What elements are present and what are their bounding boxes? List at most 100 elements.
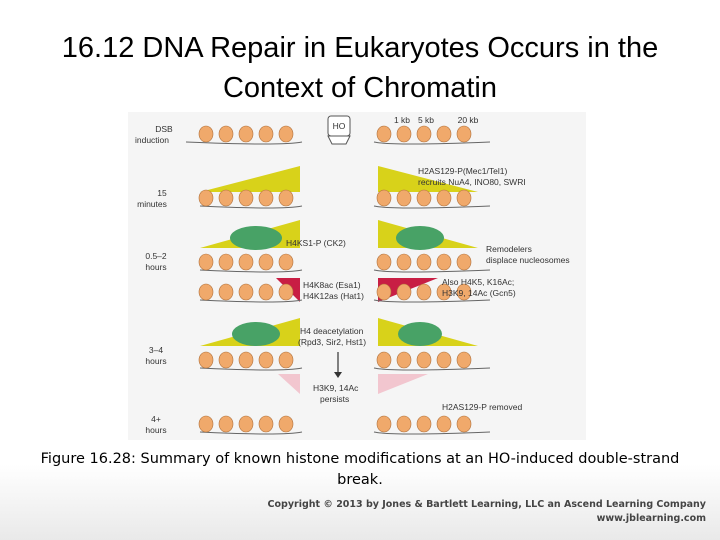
row-label-15min: minutes [137,199,167,209]
annotation-remodelers: displace nucleosomes [486,255,570,265]
nucleosome [377,254,391,270]
dna-strand [374,300,490,302]
nucleosome [239,126,253,142]
nucleosome [259,284,273,300]
nucleosome [219,416,233,432]
nucleosome [259,126,273,142]
nucleosome [457,416,471,432]
annotation-h2as129: recruits NuA4, INO80, SWRI [418,177,526,187]
nucleosome [259,352,273,368]
copyright-url: www.jblearning.com [268,512,706,526]
nucleosome [377,190,391,206]
nucleosome [397,254,411,270]
nucleosome [417,416,431,432]
nucleosome [219,254,233,270]
nucleosome [239,254,253,270]
nucleosome [377,126,391,142]
nucleosome [219,126,233,142]
nucleosome [239,352,253,368]
dna-strand [374,432,490,434]
row-label-dsb: induction [135,135,169,145]
nucleosome [279,352,293,368]
nucleosome [259,416,273,432]
nucleosome [437,190,451,206]
annotation-persists: persists [320,394,349,404]
nucleosome [397,190,411,206]
distance-label-20kb: 20 kb [458,115,479,125]
annotation-deacetylation: (Rpd3, Sir2, Hst1) [298,337,366,347]
nucleosome [199,416,213,432]
green-cylinder [230,226,282,250]
nucleosome [397,284,411,300]
figure-shapes [200,116,478,394]
ho-label: HO [333,121,346,131]
annotation-remodelers: Remodelers [486,244,532,254]
dna-strand [200,300,302,302]
annotation-also: Also H4K5, K16Ac; [442,277,514,287]
dna-strand [374,368,490,370]
ho-bracket [328,136,350,144]
nucleosome [199,190,213,206]
nucleosome [417,126,431,142]
row-label-15min: 15 [157,188,167,198]
nucleosome [377,352,391,368]
nucleosome [377,416,391,432]
nucleosome [279,126,293,142]
nucleosome [397,416,411,432]
nucleosome [417,352,431,368]
pink-wedge [378,374,428,394]
nucleosome [219,190,233,206]
nucleosome [279,284,293,300]
annotation-h4ks1: H4KS1-P (CK2) [286,238,346,248]
annotation-deacetylation: H4 deacetylation [300,326,364,336]
copyright-line: Copyright © 2013 by Jones & Bartlett Lea… [268,498,706,512]
row-label-4h: hours [145,425,166,435]
annotation-h4k8ac: H4K8ac (Esa1) [303,280,361,290]
nucleosome [279,416,293,432]
nucleosome [397,352,411,368]
nucleosome [437,254,451,270]
nucleosome [199,254,213,270]
row-label-4h: 4+ [151,414,161,424]
nucleosome [437,126,451,142]
nucleosome [457,352,471,368]
annotation-h4k8ac: H4K12as (Hat1) [303,291,364,301]
nucleosome [279,254,293,270]
annotation-persists: H3K9, 14Ac [313,383,359,393]
nucleosome [239,416,253,432]
annotation-removed: H2AS129-P removed [442,402,522,412]
annotation-h2as129: H2AS129-P(Mec1/Tel1) [418,166,507,176]
annotation-also: H3K9, 14Ac (Gcn5) [442,288,516,298]
figure-labels: DSB induction 15 minutes 0.5–2 hours 3–4… [135,115,570,435]
dna-strand [200,270,302,272]
nucleosome [279,190,293,206]
row-label-dsb: DSB [155,124,173,134]
nucleosome [457,190,471,206]
dna-strand [186,142,302,144]
distance-label-5kb: 5 kb [418,115,434,125]
histone-modification-figure: DSB induction 15 minutes 0.5–2 hours 3–4… [128,112,586,440]
green-cylinder [396,226,444,250]
dna-strand [374,270,490,272]
distance-label-1kb: 1 kb [394,115,410,125]
nucleosome [417,190,431,206]
yellow-triangle-left [200,166,300,192]
down-arrow-head [334,372,342,378]
nucleosome [377,284,391,300]
nucleosome [259,190,273,206]
green-cylinder [398,322,442,346]
nucleosome [199,284,213,300]
dna-strand [374,142,490,144]
nucleosome [457,126,471,142]
nucleosome [239,284,253,300]
nucleosome [259,254,273,270]
nucleosome [437,352,451,368]
row-label-05h: hours [145,262,166,272]
nucleosome [437,416,451,432]
dna-strand [200,432,302,434]
slide-title: 16.12 DNA Repair in Eukaryotes Occurs in… [20,28,700,108]
figure-caption: Figure 16.28: Summary of known histone m… [20,449,700,491]
green-cylinder [232,322,280,346]
copyright-notice: Copyright © 2013 by Jones & Bartlett Lea… [268,498,706,526]
dna-strand [200,368,302,370]
